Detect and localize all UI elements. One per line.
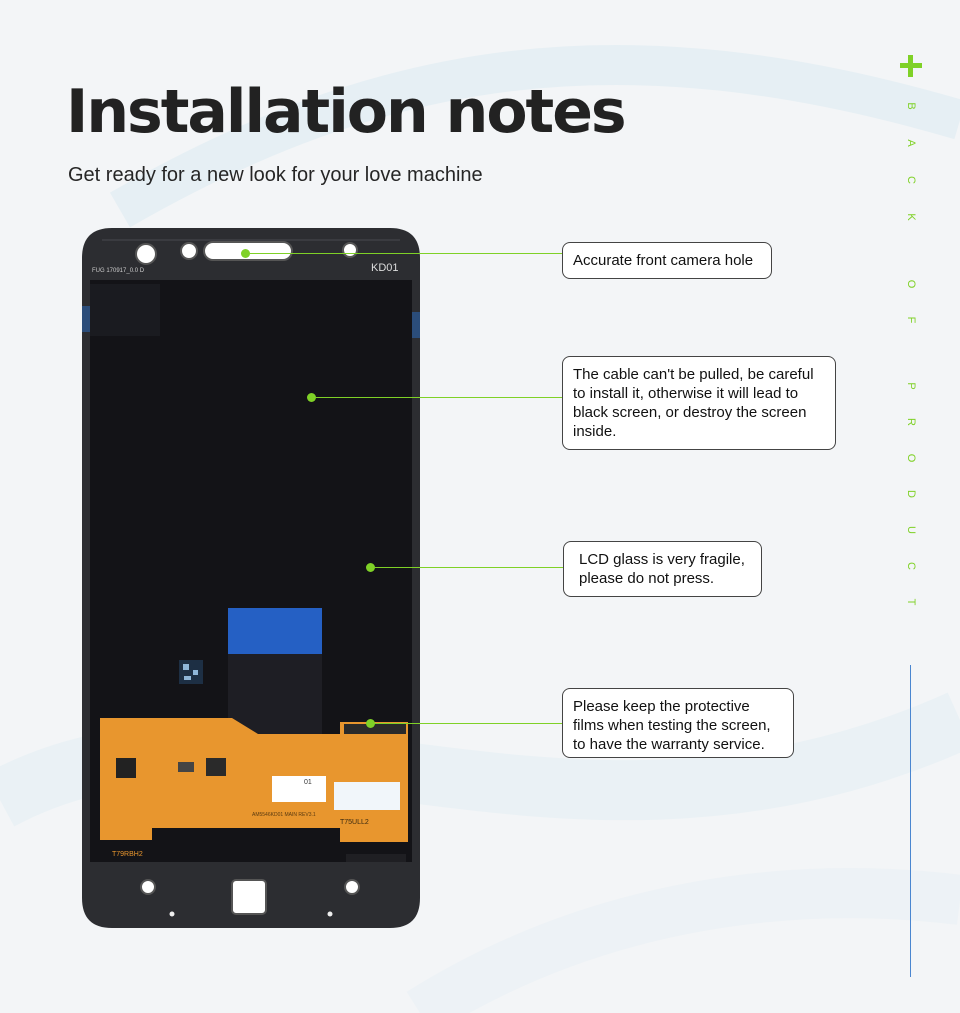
callout-leader bbox=[375, 723, 563, 724]
qr-code bbox=[179, 660, 203, 684]
callout-camera-hole: Accurate front camera hole bbox=[562, 242, 772, 279]
side-letter: T bbox=[905, 598, 917, 606]
callout-leader bbox=[250, 253, 562, 254]
chip-label: AM5546KD01 MAIN REV3.1 bbox=[252, 812, 316, 818]
side-letter: O bbox=[905, 279, 917, 289]
front-camera-hole bbox=[180, 242, 198, 260]
side-letter: A bbox=[905, 139, 917, 147]
plus-icon bbox=[900, 55, 922, 77]
sticker-label: 01 bbox=[304, 779, 312, 786]
bottom-hole-right bbox=[344, 879, 360, 895]
side-letter: F bbox=[905, 316, 917, 324]
side-letter: C bbox=[905, 562, 917, 570]
callout-dot bbox=[366, 719, 375, 728]
bottom-hole-left bbox=[140, 879, 156, 895]
callout-dot bbox=[307, 393, 316, 402]
vertical-accent-line bbox=[910, 665, 911, 977]
side-letter: B bbox=[905, 102, 917, 110]
callout-dot bbox=[241, 249, 250, 258]
page-title: Installation notes bbox=[66, 77, 627, 147]
side-letter: C bbox=[905, 176, 917, 184]
side-letter: P bbox=[905, 382, 917, 390]
lcd-screen-assembly-image: FUG 170917_0.0 D KD01 01 AM5546KD01 MAIN… bbox=[82, 228, 420, 928]
sensor-hole-left bbox=[135, 243, 157, 265]
white-sticker-2 bbox=[334, 782, 400, 810]
side-letter: O bbox=[905, 453, 917, 463]
callout-leader bbox=[316, 397, 562, 398]
side-letter: K bbox=[905, 213, 917, 221]
sensor-hole-right bbox=[342, 242, 358, 258]
side-letter: D bbox=[905, 490, 917, 498]
callout-dot bbox=[366, 563, 375, 572]
orange-flex-board bbox=[100, 718, 408, 842]
phone-model-label: KD01 bbox=[371, 262, 399, 274]
corner-label: T79RBH2 bbox=[112, 851, 143, 858]
side-letter: U bbox=[905, 526, 917, 534]
fingerprint-slot bbox=[231, 879, 267, 915]
flex-label: T75ULL2 bbox=[340, 819, 369, 826]
side-letter: R bbox=[905, 418, 917, 426]
callout-cable-warning: The cable can't be pulled, be careful to… bbox=[562, 356, 836, 450]
callout-leader bbox=[375, 567, 563, 568]
blue-connector bbox=[228, 608, 322, 654]
white-sticker-1 bbox=[272, 776, 326, 802]
callout-lcd-fragile: LCD glass is very fragile, please do not… bbox=[563, 541, 762, 597]
phone-top-label: FUG 170917_0.0 D bbox=[92, 268, 145, 274]
page-subtitle: Get ready for a new look for your love m… bbox=[68, 164, 483, 186]
callout-protective-films: Please keep the protective films when te… bbox=[562, 688, 794, 758]
